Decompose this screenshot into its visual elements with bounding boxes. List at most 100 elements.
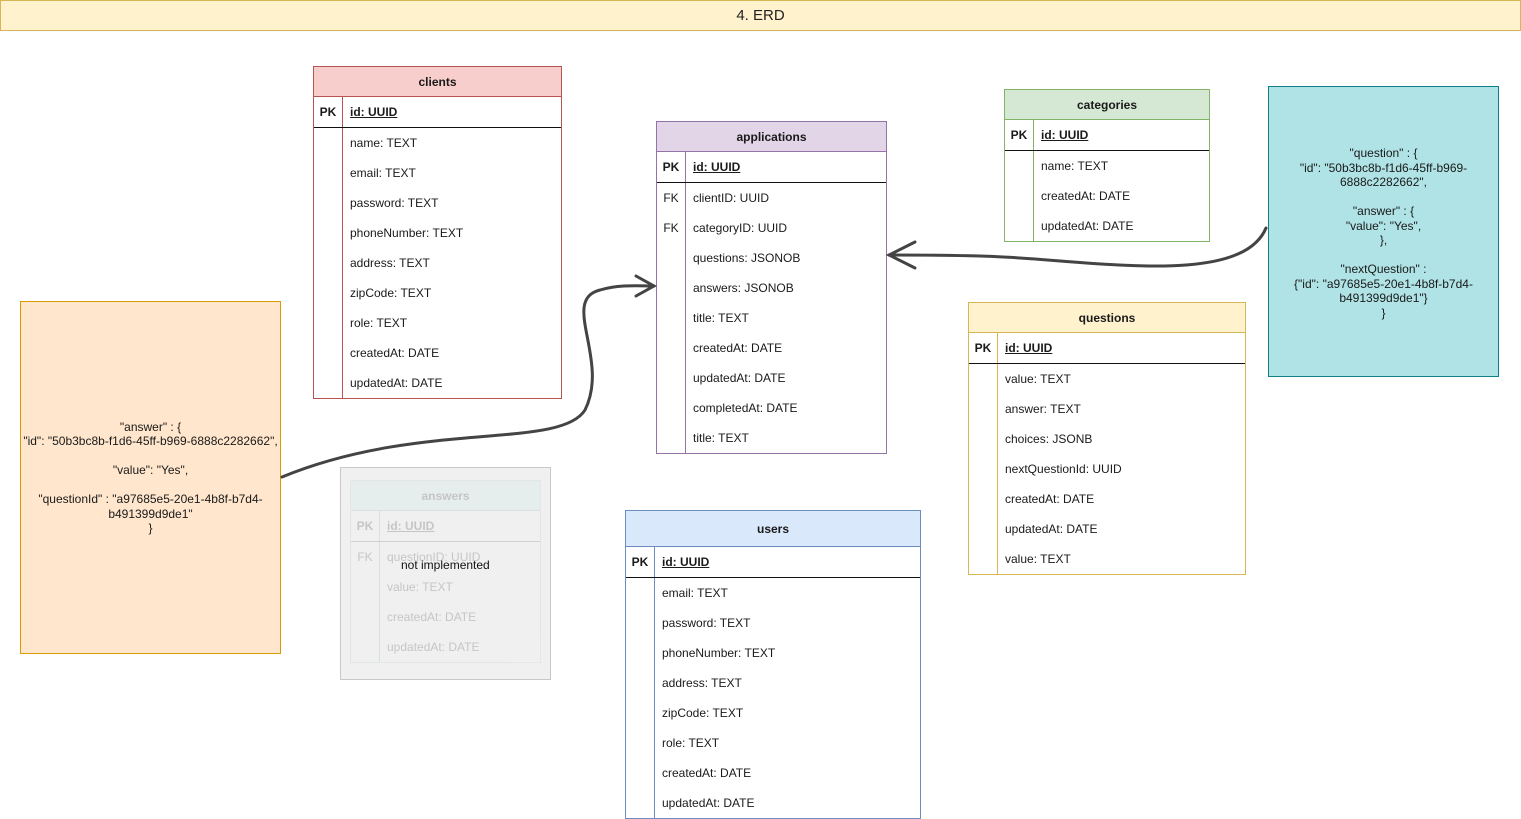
key-marker <box>969 514 998 544</box>
users-field-row: phoneNumber: TEXT <box>626 638 920 668</box>
diagram-title: 4. ERD <box>736 7 785 24</box>
users-field-row: email: TEXT <box>626 578 920 608</box>
categories-field-row: name: TEXT <box>1005 151 1209 181</box>
applications-field-row: title: TEXT <box>657 423 886 453</box>
key-marker: PK <box>351 511 380 541</box>
field-name: email: TEXT <box>662 586 728 600</box>
users-field-row: updatedAt: DATE <box>626 788 920 818</box>
clients-entity-header: clients <box>314 67 561 97</box>
questions-field-row: choices: JSONB <box>969 424 1245 454</box>
field-name: zipCode: TEXT <box>350 286 432 300</box>
note-line: "answer" : { <box>119 419 182 434</box>
field-name: address: TEXT <box>350 256 430 270</box>
field-name: id: UUID <box>693 160 741 174</box>
field-name: createdAt: DATE <box>387 610 477 624</box>
applications-field-row: questions: JSONOB <box>657 243 886 273</box>
key-marker: PK <box>1005 120 1034 150</box>
note-line: } <box>148 521 153 535</box>
key-marker <box>969 424 998 454</box>
arrowhead-applications-right <box>885 240 917 270</box>
field-name: name: TEXT <box>1041 159 1109 173</box>
note-line: "id": "50b3bc8b-f1d6-45ff-b969- <box>1299 160 1468 175</box>
key-marker <box>657 423 686 453</box>
questions-field-row: nextQuestionId: UUID <box>969 454 1245 484</box>
note-question-example[interactable]: "question" : {"id": "50b3bc8b-f1d6-45ff-… <box>1268 86 1499 377</box>
field-name: value: TEXT <box>1005 372 1071 386</box>
key-marker <box>314 338 343 368</box>
note-line: "id": "50b3bc8b-f1d6-45ff-b969-6888c2282… <box>23 434 278 448</box>
key-marker <box>969 544 998 574</box>
field-name: updatedAt: DATE <box>662 796 755 810</box>
key-marker: PK <box>657 152 686 182</box>
key-marker <box>314 188 343 218</box>
applications-primary-key-row: PK id: UUID <box>657 152 886 183</box>
key-marker <box>626 698 655 728</box>
key-marker <box>314 248 343 278</box>
key-marker: FK <box>657 213 686 243</box>
applications-entity-header: applications <box>657 122 886 152</box>
note-answer-example[interactable]: "answer" : {"id": "50b3bc8b-f1d6-45ff-b9… <box>20 301 281 654</box>
key-marker <box>1005 211 1034 241</box>
applications-field-row: createdAt: DATE <box>657 333 886 363</box>
applications-field-row: FK categoryID: UUID <box>657 213 886 243</box>
key-marker <box>314 278 343 308</box>
note-line: } <box>1381 305 1386 320</box>
categories-field-row: updatedAt: DATE <box>1005 211 1209 241</box>
field-name: answers: JSONOB <box>693 281 794 295</box>
answers-field-row: createdAt: DATE <box>351 602 540 632</box>
key-marker <box>314 308 343 338</box>
users-field-row: createdAt: DATE <box>626 758 920 788</box>
categories-field-row: createdAt: DATE <box>1005 181 1209 211</box>
answers-entity-header: answers <box>351 481 540 511</box>
field-name: password: TEXT <box>350 196 439 210</box>
field-name: updatedAt: DATE <box>350 376 443 390</box>
key-marker: PK <box>969 333 998 363</box>
note-line: }, <box>1379 233 1388 247</box>
field-name: phoneNumber: TEXT <box>662 646 776 660</box>
field-name: phoneNumber: TEXT <box>350 226 464 240</box>
field-name: categoryID: UUID <box>693 221 788 235</box>
note-line: "nextQuestion" : <box>1340 262 1427 276</box>
note-line: 6888c2282662", <box>1339 175 1427 189</box>
field-name: zipCode: TEXT <box>662 706 744 720</box>
field-name: role: TEXT <box>350 316 408 330</box>
users-entity-header: users <box>626 511 920 547</box>
field-name: id: UUID <box>387 519 435 533</box>
key-marker <box>626 728 655 758</box>
clients-field-row: role: TEXT <box>314 308 561 338</box>
key-marker <box>626 578 655 608</box>
key-marker <box>351 632 380 662</box>
users-field-row: role: TEXT <box>626 728 920 758</box>
field-name: clientID: UUID <box>693 191 770 205</box>
key-marker <box>657 363 686 393</box>
key-marker <box>626 788 655 818</box>
field-name: questions: JSONOB <box>693 251 801 265</box>
field-name: email: TEXT <box>350 166 416 180</box>
clients-field-row: updatedAt: DATE <box>314 368 561 398</box>
key-marker <box>969 364 998 394</box>
key-marker <box>969 394 998 424</box>
key-marker <box>351 572 380 602</box>
field-name: createdAt: DATE <box>350 346 440 360</box>
key-marker <box>314 368 343 398</box>
key-marker <box>314 218 343 248</box>
clients-field-row: email: TEXT <box>314 158 561 188</box>
key-marker <box>351 602 380 632</box>
note-line: b491399d9de1"} <box>1339 291 1428 305</box>
field-name: choices: JSONB <box>1005 432 1093 446</box>
note-line: "value": "Yes", <box>112 463 189 477</box>
note-line: {"id": "a97685e5-20e1-4b8f-b7d4- <box>1294 276 1473 291</box>
users-field-row: zipCode: TEXT <box>626 698 920 728</box>
key-marker <box>969 454 998 484</box>
clients-field-row: phoneNumber: TEXT <box>314 218 561 248</box>
